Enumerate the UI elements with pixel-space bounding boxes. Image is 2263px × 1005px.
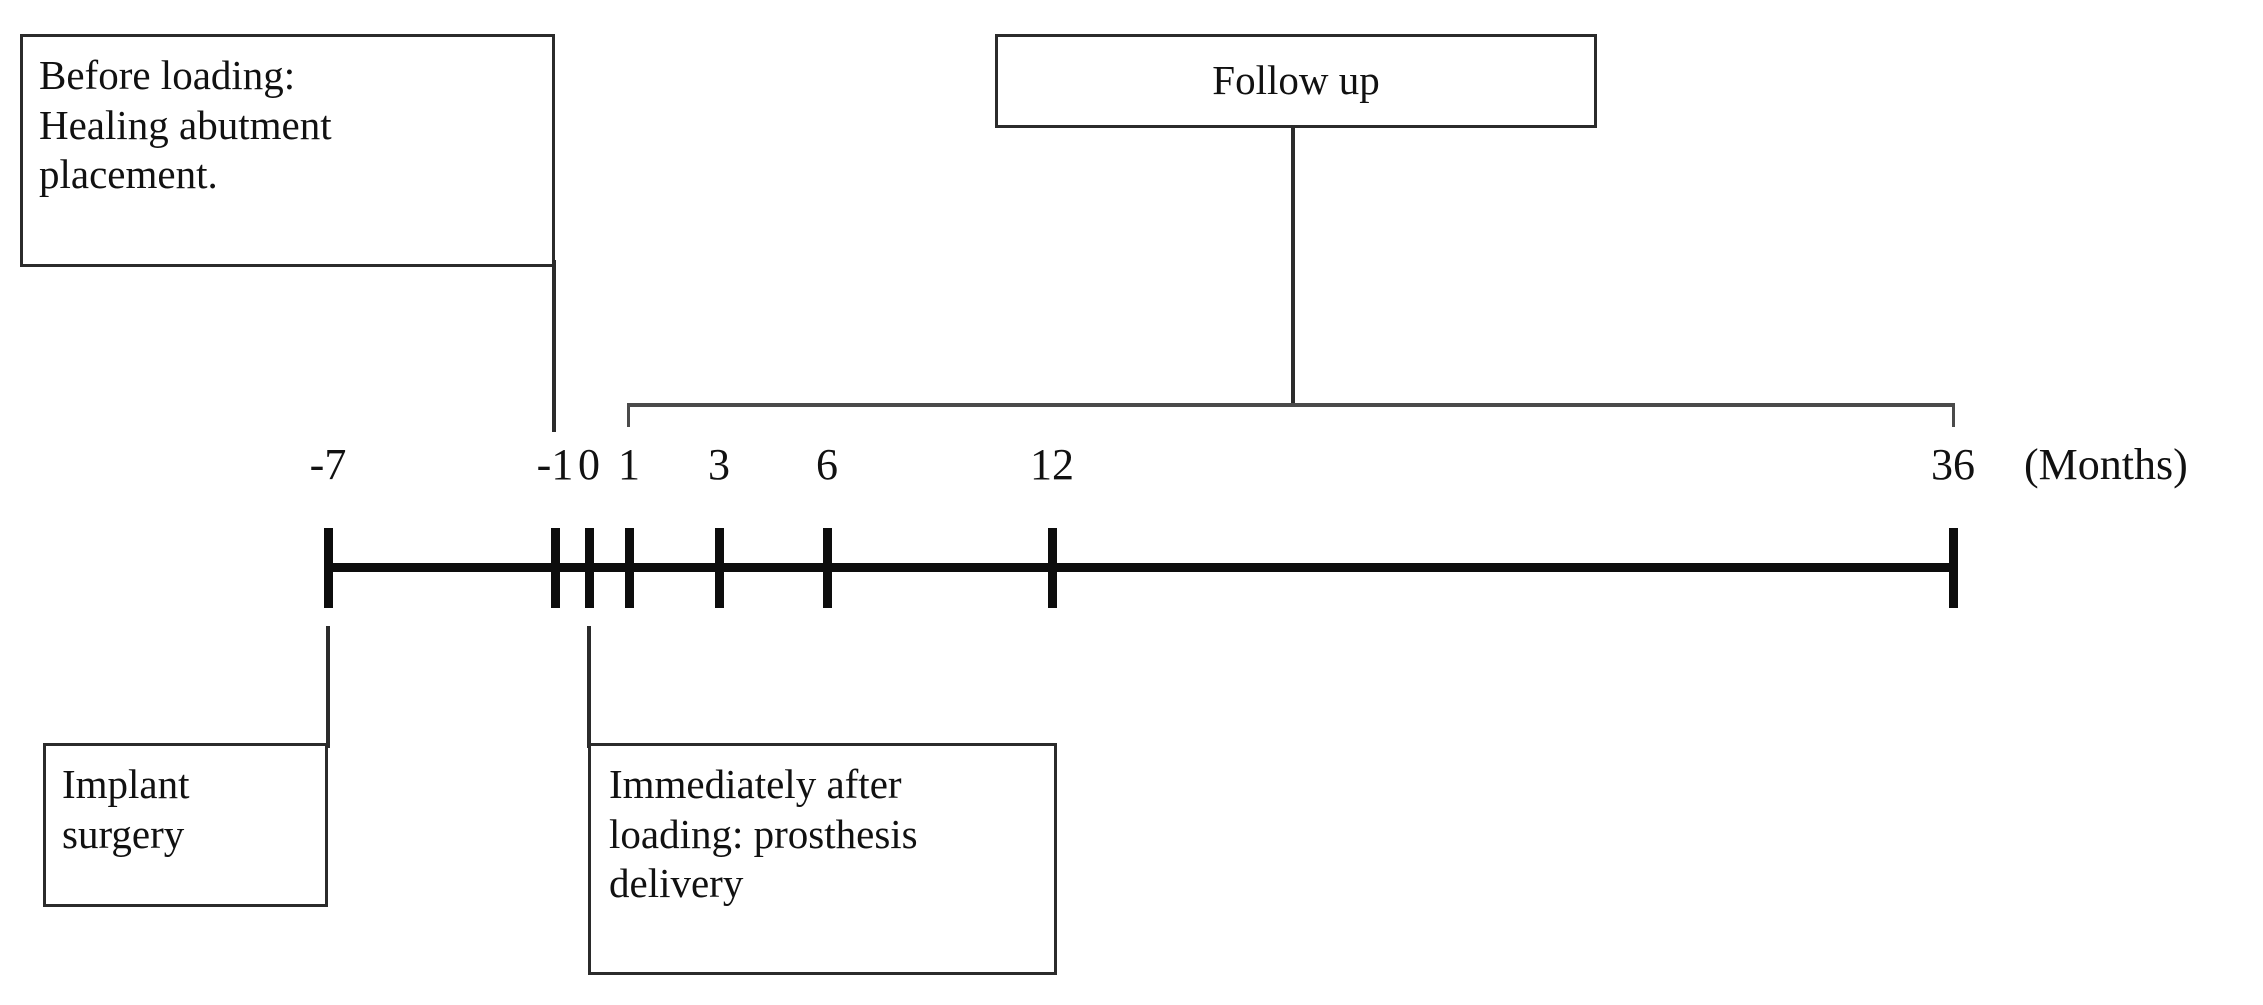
timeline-tick: [1949, 528, 1958, 608]
callout-text-follow-up: Follow up: [1212, 57, 1380, 104]
connector-prosthesis-delivery: [587, 626, 591, 748]
connector-follow-up: [1291, 126, 1295, 406]
timeline-tick-label: -1: [536, 440, 574, 489]
connector-before-loading: [552, 260, 556, 432]
callout-box-prosthesis-delivery: Immediately after loading: prosthesis de…: [588, 743, 1057, 975]
callout-box-follow-up: Follow up: [995, 34, 1597, 128]
timeline-tick: [823, 528, 832, 608]
timeline-axis-line: [328, 563, 1955, 572]
axis-unit-label: (Months): [2024, 440, 2188, 489]
timeline-tick-label: 6: [816, 440, 838, 489]
connector-implant-surgery: [326, 626, 330, 748]
timeline-tick: [715, 528, 724, 608]
follow-up-bracket: [627, 403, 1955, 427]
timeline-tick-label: 3: [708, 440, 730, 489]
timeline-tick-label: -7: [309, 440, 347, 489]
callout-text-implant-surgery: Implant surgery: [62, 761, 190, 857]
timeline-tick: [585, 528, 594, 608]
timeline-tick: [324, 528, 333, 608]
callout-box-implant-surgery: Implant surgery: [43, 743, 328, 907]
timeline-tick: [625, 528, 634, 608]
callout-text-prosthesis-delivery: Immediately after loading: prosthesis de…: [609, 761, 918, 907]
timeline-tick-label: 0: [578, 440, 600, 489]
callout-text-before-loading: Before loading: Healing abutment placeme…: [39, 52, 332, 198]
timeline-tick-label: 12: [1030, 440, 1074, 489]
timeline-tick: [1048, 528, 1057, 608]
timeline-tick-label: 36: [1931, 440, 1975, 489]
timeline-tick-label: 1: [618, 440, 640, 489]
timeline-tick: [551, 528, 560, 608]
callout-box-before-loading: Before loading: Healing abutment placeme…: [20, 34, 555, 267]
